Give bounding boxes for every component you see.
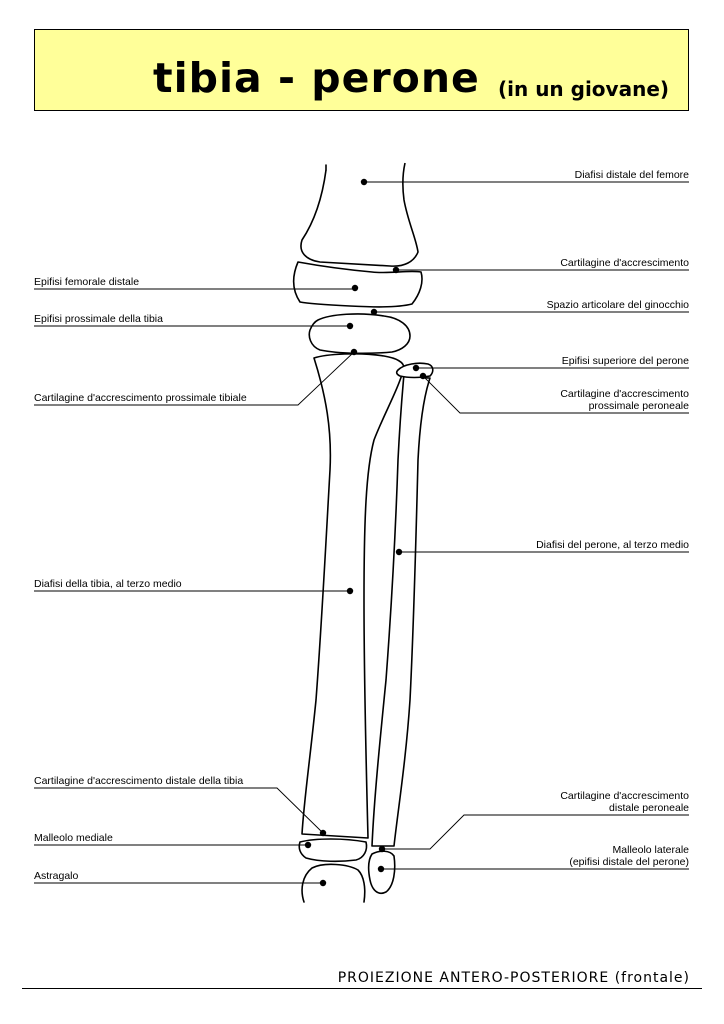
label-epifisi-superiore-perone: Epifisi superiore del perone	[562, 355, 689, 367]
leader-lines	[34, 181, 689, 884]
label-malleolo-laterale-line2: (epifisi distale del perone)	[569, 856, 689, 868]
labels-left: Epifisi femorale distale Epifisi prossim…	[34, 276, 247, 882]
label-diafisi-femore: Diafisi distale del femore	[575, 169, 690, 181]
label-cartilagine-prossimale-peroneale-line2: prossimale peroneale	[589, 400, 690, 412]
femoral-epiphysis	[292, 261, 423, 308]
label-diafisi-tibia: Diafisi della tibia, al terzo medio	[34, 578, 182, 590]
fibula-shaft	[371, 373, 431, 847]
label-cartilagine-distale-peroneale-line2: distale peroneale	[609, 802, 689, 814]
label-cartilagine-prossimale-peroneale-line1: Cartilagine d'accrescimento	[560, 388, 689, 400]
label-epifisi-femorale: Epifisi femorale distale	[34, 276, 139, 288]
femur-diaphysis	[300, 162, 419, 267]
title-subtitle: (in un giovane)	[498, 77, 670, 101]
talus	[301, 863, 366, 903]
label-cartilagine-tibiale: Cartilagine d'accrescimento prossimale t…	[34, 392, 247, 404]
projection-footer: PROIEZIONE ANTERO-POSTERIORE (frontale)	[337, 970, 690, 986]
title-main: tibia - perone	[153, 54, 480, 102]
label-cartilagine-accrescimento: Cartilagine d'accrescimento	[560, 257, 689, 269]
title-box: tibia - perone (in un giovane)	[34, 29, 689, 111]
label-cartilagine-distale-peroneale-line1: Cartilagine d'accrescimento	[560, 790, 689, 802]
tibial-epiphysis	[308, 313, 411, 355]
label-astragalo: Astragalo	[34, 870, 79, 882]
label-malleolo-mediale: Malleolo mediale	[34, 832, 113, 844]
lateral-malleolus	[367, 850, 396, 895]
labels-right: Diafisi distale del femore Cartilagine d…	[536, 169, 689, 868]
bones	[292, 162, 434, 903]
label-epifisi-tibia: Epifisi prossimale della tibia	[34, 313, 163, 325]
medial-malleolus	[298, 838, 368, 863]
label-diafisi-perone: Diafisi del perone, al terzo medio	[536, 539, 689, 551]
label-spazio-articolare: Spazio articolare del ginocchio	[547, 299, 690, 311]
label-cartilagine-distale-tibia: Cartilagine d'accrescimento distale dell…	[34, 775, 243, 787]
tibia-shaft	[301, 353, 405, 839]
footer-divider	[22, 988, 702, 989]
label-malleolo-laterale-line1: Malleolo laterale	[613, 844, 690, 856]
